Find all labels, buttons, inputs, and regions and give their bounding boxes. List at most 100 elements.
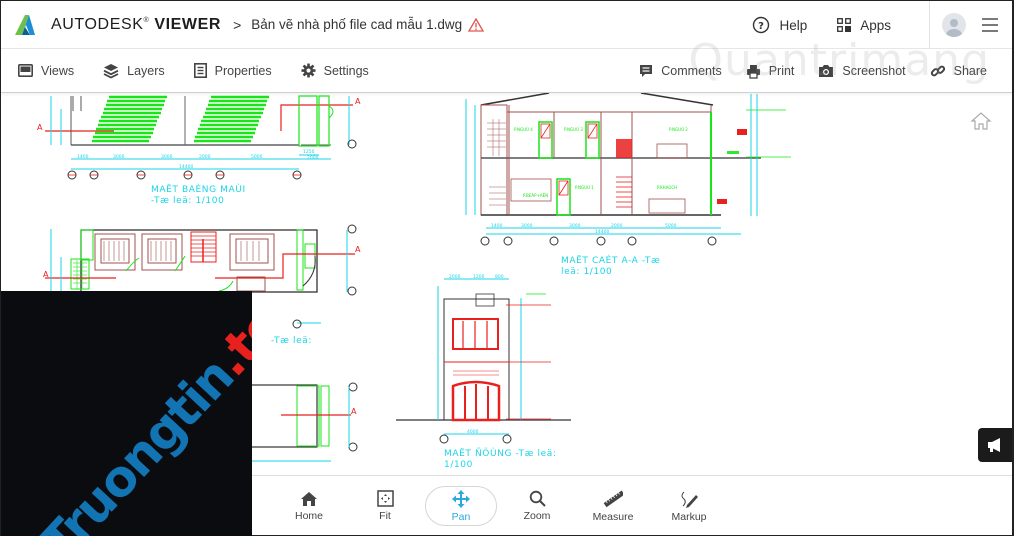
comment-icon (640, 64, 653, 77)
print-label: Print (768, 64, 795, 78)
user-avatar[interactable] (942, 13, 966, 37)
home-label: Home (294, 509, 323, 522)
pan-button[interactable]: Pan (425, 486, 497, 526)
apps-grid-icon (837, 18, 852, 32)
svg-text:A: A (351, 407, 357, 416)
measure-label: Measure (592, 510, 634, 523)
svg-text:1400: 1400 (77, 154, 89, 160)
brand-autodesk: AUTODESK (51, 15, 144, 33)
svg-text:1400: 1400 (491, 223, 503, 229)
brand-viewer: VIEWER (154, 15, 222, 33)
views-label: Views (41, 63, 75, 78)
svg-text:A: A (37, 123, 43, 132)
svg-text:3000: 3000 (521, 223, 533, 229)
svg-text:2000: 2000 (199, 154, 211, 160)
pan-label: Pan (451, 510, 471, 523)
header-divider (929, 1, 930, 49)
properties-icon (193, 63, 207, 78)
settings-button[interactable]: Settings (301, 63, 369, 78)
measure-button[interactable]: Measure (575, 486, 651, 526)
markup-button[interactable]: Markup (651, 486, 727, 526)
comments-button[interactable]: Comments (639, 64, 722, 79)
share-button[interactable]: Share (930, 63, 987, 79)
hamburger-menu-icon[interactable] (982, 18, 998, 32)
fit-button[interactable]: Fit (347, 486, 423, 526)
apps-button[interactable]: Apps (837, 18, 891, 33)
svg-text:14400: 14400 (595, 229, 609, 235)
floor-plan-lower: A (250, 319, 358, 462)
apps-label: Apps (860, 17, 891, 33)
svg-text:5000: 5000 (251, 154, 263, 160)
layers-button[interactable]: Layers (103, 63, 165, 79)
print-icon (746, 64, 760, 79)
svg-text:A: A (355, 97, 361, 106)
print-button[interactable]: Print (746, 64, 795, 79)
settings-label: Settings (323, 63, 369, 78)
roof-plan-title: MAËT BAÈNG MAÙI-Tæ leä: 1/100 (151, 185, 246, 206)
viewer-toolbar: Views Layers Properties Settings Comment… (1, 49, 1012, 93)
viewcube-home-icon[interactable] (970, 111, 992, 131)
svg-text:3000: 3000 (569, 223, 581, 229)
feedback-button[interactable] (978, 428, 1012, 462)
svg-text:A: A (355, 245, 361, 254)
svg-text:P.NGUÛ 1: P.NGUÛ 1 (575, 185, 594, 190)
views-button[interactable]: Views (18, 64, 74, 78)
markup-label: Markup (671, 510, 707, 523)
svg-text:800: 800 (495, 274, 504, 280)
autodesk-logo-icon (15, 14, 35, 35)
svg-text:1200: 1200 (473, 274, 485, 280)
elevation-title: MAËT ÑÖÙNG -Tæ leä:1/100 (444, 449, 557, 470)
app-header: AUTODESK® VIEWER > Bản vẽ nhà phố file c… (1, 1, 1012, 49)
file-name: Bản vẽ nhà phố file cad mẫu 1.dwg (251, 17, 463, 32)
svg-text:5000: 5000 (665, 223, 677, 229)
svg-text:?: ? (759, 21, 765, 32)
floor-plan: A A (43, 224, 361, 296)
pan-icon (452, 489, 470, 508)
megaphone-icon (988, 438, 1000, 452)
svg-text:P.KHAÙCH: P.KHAÙCH (657, 185, 677, 190)
camera-icon (819, 65, 834, 77)
svg-text:P.NGUÛ 2: P.NGUÛ 2 (669, 127, 688, 132)
screenshot-button[interactable]: Screenshot (818, 64, 906, 78)
roof-plan: A A 1400 3000 3000 2000 5000 14400 (37, 95, 361, 180)
link-icon (930, 65, 945, 77)
home-button[interactable]: Home (271, 486, 347, 526)
floor-plan-scale: -Tæ leä: (271, 336, 313, 346)
comments-label: Comments (661, 64, 722, 78)
share-label: Share (953, 64, 987, 78)
section-a-a: P.NGUÛ 4 P.NGUÛ 3 P.NGUÛ 2 P.NGUÛ 1 P.BE… (465, 93, 791, 246)
svg-text:2000: 2000 (307, 155, 319, 161)
user-icon (946, 19, 962, 37)
app-brand[interactable]: AUTODESK® VIEWER (51, 15, 222, 33)
properties-label: Properties (214, 63, 272, 78)
svg-text:A: A (43, 270, 49, 279)
svg-text:1250: 1250 (303, 149, 315, 155)
layers-label: Layers (127, 63, 165, 78)
home-icon (301, 491, 317, 506)
markup-icon (681, 491, 698, 508)
svg-text:P.NGUÛ 4: P.NGUÛ 4 (514, 127, 533, 132)
cad-drawing: A A 1400 3000 3000 2000 5000 14400 (37, 93, 791, 462)
breadcrumb-separator: > (233, 16, 242, 33)
warning-icon[interactable] (468, 17, 485, 32)
svg-text:3000: 3000 (161, 154, 173, 160)
fit-icon (376, 490, 394, 507)
fit-label: Fit (379, 510, 391, 522)
svg-text:14400: 14400 (179, 164, 193, 170)
zoom-icon (529, 490, 546, 507)
svg-text:4000: 4000 (467, 429, 479, 435)
help-icon: ? (753, 16, 770, 34)
svg-text:2000: 2000 (449, 274, 461, 280)
help-label: Help (779, 17, 808, 33)
zoom-label: Zoom (523, 510, 551, 522)
zoom-button[interactable]: Zoom (499, 486, 575, 526)
gear-icon (301, 63, 316, 78)
measure-icon (603, 489, 623, 507)
views-icon (18, 64, 33, 77)
truongtin-watermark: Truongtin.top (1, 291, 252, 536)
properties-button[interactable]: Properties (193, 63, 272, 78)
layers-icon (103, 63, 119, 79)
svg-text:2000: 2000 (611, 223, 623, 229)
help-button[interactable]: ? Help (752, 16, 807, 34)
